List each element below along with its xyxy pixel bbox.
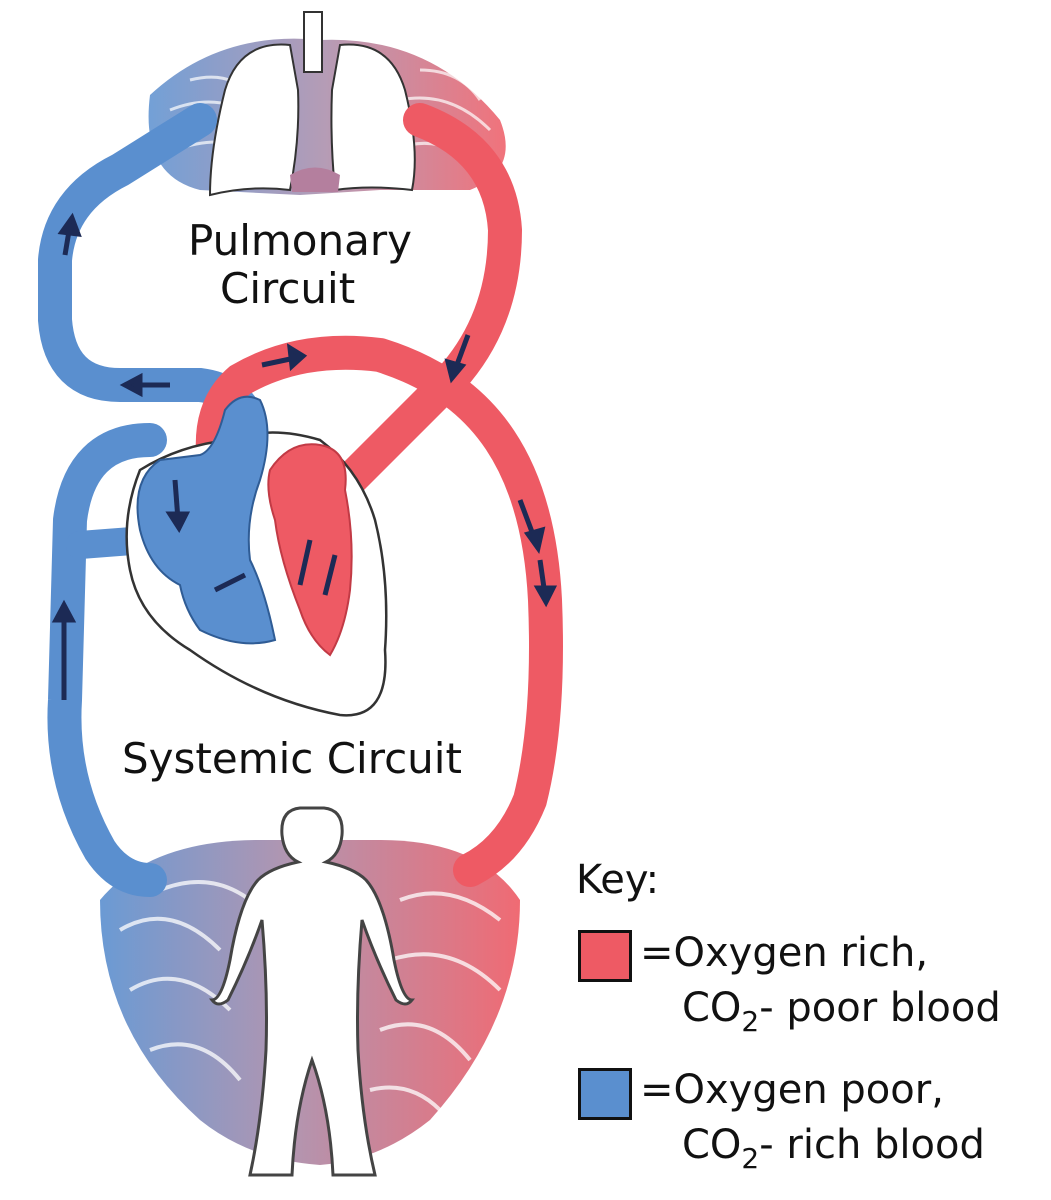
oxygen-rich-swatch [578, 930, 632, 982]
aorta [195, 335, 563, 887]
pulmonary-vein [333, 103, 523, 497]
lungs [208, 11, 416, 197]
oxygen-rich-line1: =Oxygen rich, [640, 930, 929, 976]
right-heart [136, 395, 277, 645]
flow-arrows [51, 212, 558, 700]
oxygen-poor-swatch [578, 1068, 632, 1120]
oxygen-poor-line2: CO2- rich blood [682, 1122, 985, 1175]
pulmonary-label-line1: Pulmonary [188, 216, 412, 265]
key-title: Key: [576, 857, 660, 903]
oxygen-rich-line2: CO2- poor blood [682, 985, 1001, 1038]
pulmonary-label-line2: Circuit [220, 264, 355, 313]
oxygen-poor-line1: =Oxygen poor, [640, 1067, 944, 1113]
human-figure [209, 806, 415, 1177]
systemic-label: Systemic Circuit [122, 734, 462, 783]
